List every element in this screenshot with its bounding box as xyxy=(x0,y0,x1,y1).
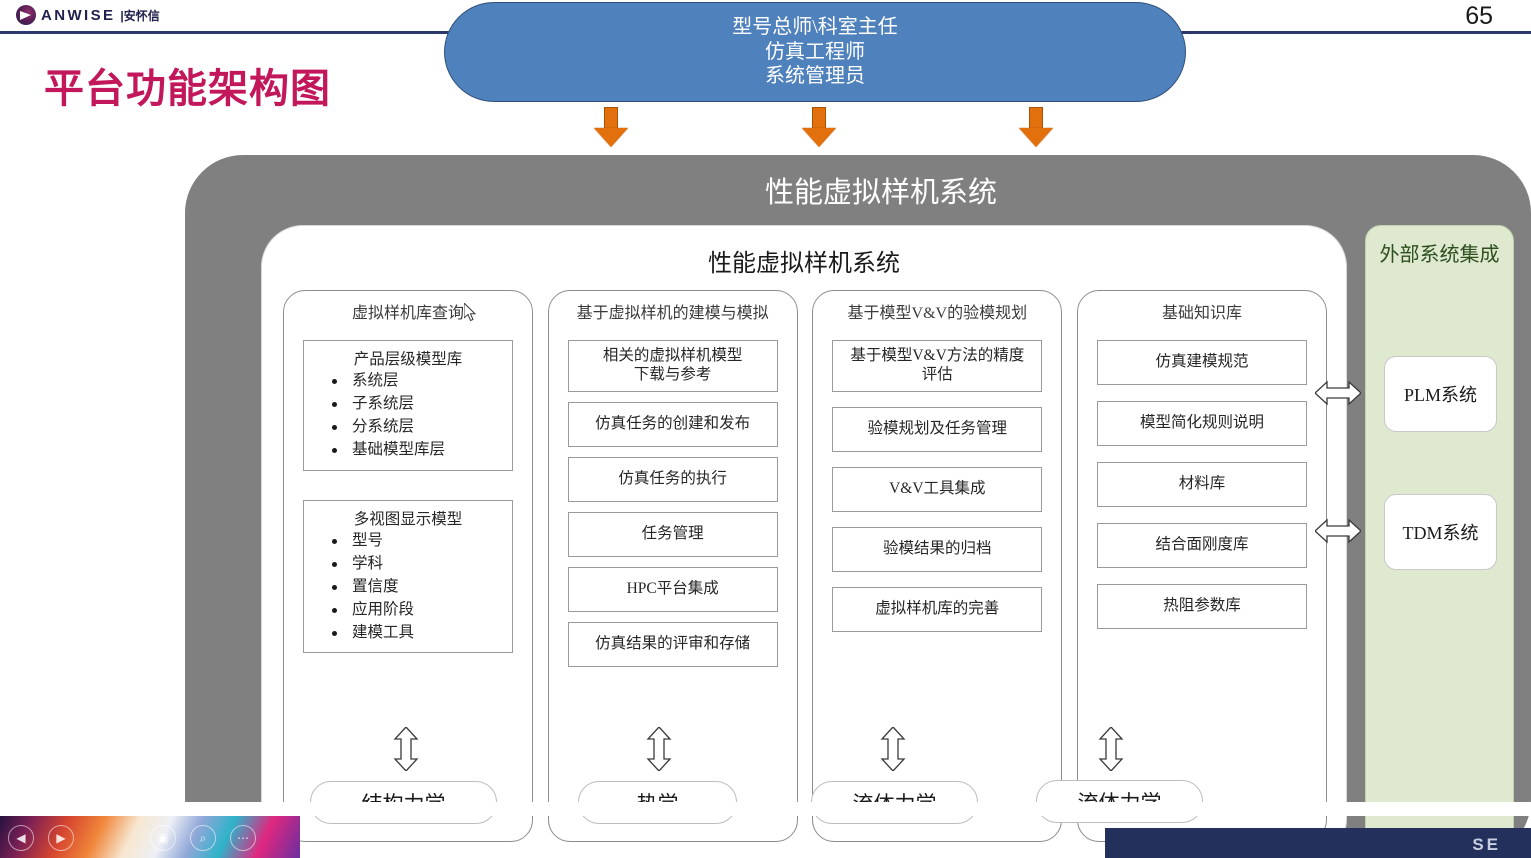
item-box[interactable]: 验模规划及任务管理 xyxy=(832,407,1043,452)
item-box[interactable]: 相关的虚拟样机模型下载与参考 xyxy=(567,340,778,392)
external-systems-title: 外部系统集成 xyxy=(1379,244,1500,266)
group-title: 产品层级模型库 xyxy=(353,351,463,368)
list-item[interactable]: 基础模型库层 xyxy=(304,439,512,462)
column-title: 基础知识库 xyxy=(1161,305,1242,322)
function-columns: 虚拟样机库查询 产品层级模型库 系统层 子系统层 分系统层 基础模型库层 xyxy=(283,290,1327,842)
group-item-list: 系统层 子系统层 分系统层 基础模型库层 xyxy=(304,370,512,462)
roles-oval: 型号总师\科室主任 仿真工程师 系统管理员 xyxy=(444,2,1186,102)
prev-slide-icon[interactable]: ◀ xyxy=(8,825,34,851)
column-title: 基于虚拟样机的建模与模拟 xyxy=(576,305,769,322)
down-arrow-icon-3 xyxy=(1019,107,1053,147)
down-arrow-icon-1 xyxy=(594,107,628,147)
column-title: 基于模型V&V的验模规划 xyxy=(847,305,1028,322)
item-box[interactable]: 结合面刚度库 xyxy=(1096,523,1307,568)
double-arrow-vertical-icon-2 xyxy=(646,727,672,771)
system-outer-title: 性能虚拟样机系统 xyxy=(764,177,997,209)
list-item[interactable]: 系统层 xyxy=(304,370,512,393)
group-item-list: 型号 学科 置信度 应用阶段 建模工具 xyxy=(304,530,512,645)
list-item[interactable]: 分系统层 xyxy=(304,416,512,439)
column-knowledge-base[interactable]: 基础知识库 仿真建模规范 模型简化规则说明 材料库 结合面刚度库 热阻参数库 xyxy=(1076,290,1327,842)
item-box[interactable]: 模型简化规则说明 xyxy=(1096,401,1307,446)
column-title: 虚拟样机库查询 xyxy=(351,305,464,322)
anwise-logo-chinese: |安怀信 xyxy=(120,8,160,23)
external-systems-panel: 外部系统集成 PLM系统 TDM系统 xyxy=(1365,225,1514,858)
group-title: 多视图显示模型 xyxy=(353,510,463,528)
anwise-logo-wordmark: ANWISE xyxy=(41,6,116,24)
item-box[interactable]: 任务管理 xyxy=(567,512,778,557)
double-arrow-vertical-icon-4 xyxy=(1098,727,1124,771)
list-item[interactable]: 学科 xyxy=(304,553,512,576)
item-box[interactable]: 仿真建模规范 xyxy=(1096,340,1307,385)
list-item[interactable]: 子系统层 xyxy=(304,393,512,416)
system-container: 性能虚拟样机系统 性能虚拟样机系统 虚拟样机库查询 产品层级模型库 系统层 子系… xyxy=(185,155,1531,858)
item-box[interactable]: HPC平台集成 xyxy=(567,567,778,612)
group-multiview-display-model[interactable]: 多视图显示模型 型号 学科 置信度 应用阶段 建模工具 xyxy=(303,499,513,654)
pen-tool-icon[interactable]: ▣ xyxy=(150,825,176,851)
anwise-logo-icon xyxy=(16,5,36,25)
double-arrow-vertical-icon-1 xyxy=(393,727,419,771)
double-arrow-horizontal-icon-1 xyxy=(1315,380,1361,406)
slide-bottom-gap xyxy=(0,802,1531,816)
role-line-3: 系统管理员 xyxy=(765,65,865,88)
column-vv-validation-planning[interactable]: 基于模型V&V的验模规划 基于模型V&V方法的精度评估 验模规划及任务管理 V&… xyxy=(812,290,1063,842)
column-modeling-and-simulation[interactable]: 基于虚拟样机的建模与模拟 相关的虚拟样机模型下载与参考 仿真任务的创建和发布 仿… xyxy=(547,290,798,842)
item-box[interactable]: 仿真任务的执行 xyxy=(567,457,778,502)
page-number: 65 xyxy=(1465,2,1493,30)
item-box[interactable]: 基于模型V&V方法的精度评估 xyxy=(832,340,1043,392)
item-box[interactable]: 验模结果的归档 xyxy=(832,527,1043,572)
list-item[interactable]: 应用阶段 xyxy=(304,599,512,622)
footer-brand-bar: SE xyxy=(1105,828,1531,858)
page-title: 平台功能架构图 xyxy=(44,67,331,111)
item-box[interactable]: 热阻参数库 xyxy=(1096,584,1307,629)
list-item[interactable]: 型号 xyxy=(304,530,512,553)
double-arrow-vertical-icon-3 xyxy=(880,727,906,771)
footer-brand-text: SE xyxy=(1472,835,1501,854)
anwise-logo: ANWISE |安怀信 xyxy=(16,3,160,27)
next-slide-icon[interactable]: ▶ xyxy=(48,825,74,851)
item-box[interactable]: 仿真结果的评审和存储 xyxy=(567,622,778,667)
down-arrow-icon-2 xyxy=(802,107,836,147)
presentation-taskbar: ◀ ▶ ▣ ⌕ ⋯ xyxy=(0,816,1531,858)
system-inner-title: 性能虚拟样机系统 xyxy=(708,251,900,277)
item-box[interactable]: 虚拟样机库的完善 xyxy=(832,587,1043,632)
external-system-tdm[interactable]: TDM系统 xyxy=(1384,494,1497,570)
external-system-plm[interactable]: PLM系统 xyxy=(1384,356,1497,432)
mouse-cursor xyxy=(463,301,478,323)
role-line-2: 仿真工程师 xyxy=(765,40,865,63)
item-box[interactable]: 材料库 xyxy=(1096,462,1307,507)
list-item[interactable]: 建模工具 xyxy=(304,622,512,645)
item-box[interactable]: V&V工具集成 xyxy=(832,467,1043,512)
system-inner-panel: 性能虚拟样机系统 虚拟样机库查询 产品层级模型库 系统层 子系统层 分系统层 基… xyxy=(261,225,1347,858)
more-options-icon[interactable]: ⋯ xyxy=(230,825,256,851)
list-item[interactable]: 置信度 xyxy=(304,576,512,599)
group-product-hierarchy-library[interactable]: 产品层级模型库 系统层 子系统层 分系统层 基础模型库层 xyxy=(303,340,513,471)
item-box[interactable]: 仿真任务的创建和发布 xyxy=(567,402,778,447)
double-arrow-horizontal-icon-2 xyxy=(1315,518,1361,544)
role-line-1: 型号总师\科室主任 xyxy=(732,16,898,39)
zoom-icon[interactable]: ⌕ xyxy=(190,825,216,851)
